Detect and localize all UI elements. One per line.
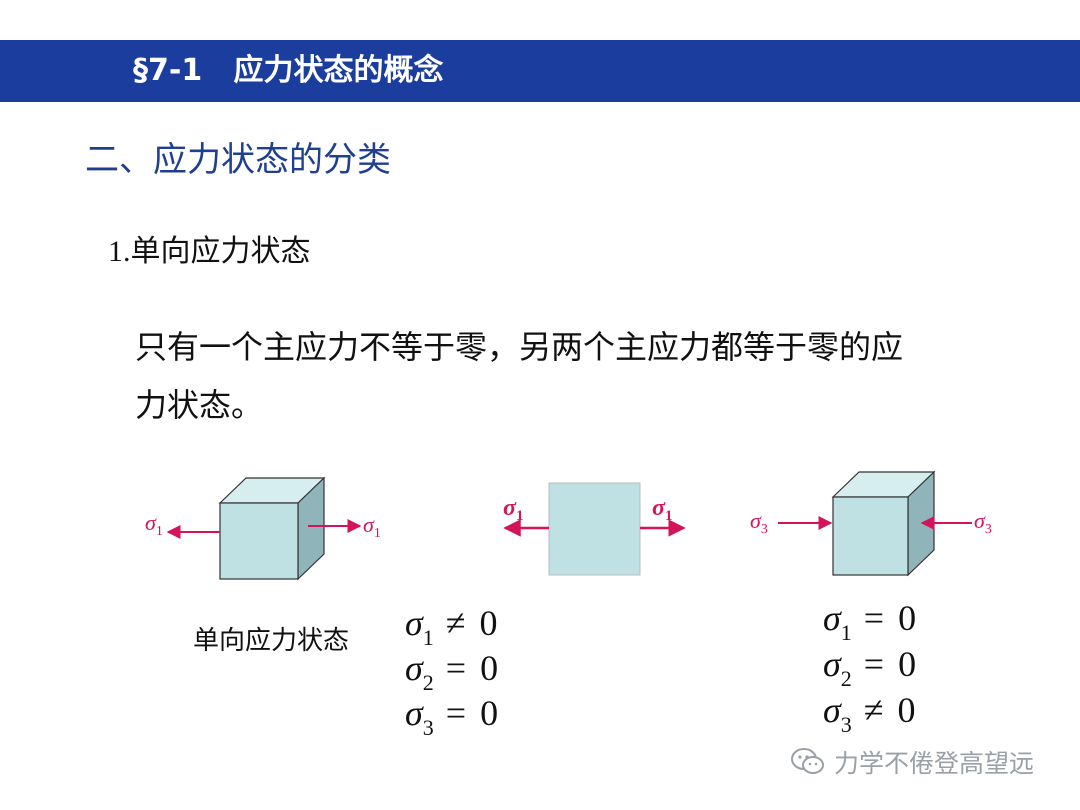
definition-line-2: 力状态。: [135, 386, 264, 424]
svg-text:σ2=0: σ2=0: [823, 644, 916, 691]
square-middle: [548, 482, 641, 576]
svg-text:σ2=0: σ2=0: [405, 648, 498, 695]
item-title: 单向应力状态: [130, 234, 311, 269]
section-title: 应力状态的概念: [233, 53, 444, 88]
watermark-text: 力学不倦登高望远: [834, 749, 1035, 778]
label-sigma1-square-right: σ1: [652, 495, 672, 524]
section-number: §7-1: [133, 53, 203, 88]
svg-text:σ3=0: σ3=0: [405, 693, 498, 740]
wechat-icon: [791, 748, 824, 774]
stress-state-figure: σ1 σ1 σ1 σ1 σ3 σ3 σ1≠0 σ2=0 σ3=0 σ1=0 σ2…: [145, 470, 992, 740]
definition-text: 只有一个主应力不等于零，另两个主应力都等于零的应 力状态。: [135, 318, 995, 434]
definition-line-1: 只有一个主应力不等于零，另两个主应力都等于零的应: [135, 328, 904, 366]
label-sigma1-right: σ1: [363, 512, 381, 541]
cube-right-front: [832, 496, 909, 576]
svg-text:σ3≠0: σ3≠0: [823, 690, 916, 737]
equations-right: σ1=0 σ2=0 σ3≠0: [823, 598, 916, 737]
label-sigma3-right: σ3: [974, 508, 992, 537]
header-bar: §7-1 应力状态的概念: [0, 40, 1080, 102]
cube-right: [831, 470, 936, 577]
figure-caption: 单向应力状态: [193, 626, 350, 656]
equations-left: σ1≠0 σ2=0 σ3=0: [405, 603, 498, 740]
watermark: 力学不倦登高望远: [790, 742, 1034, 782]
svg-text:σ1=0: σ1=0: [823, 598, 916, 645]
item-heading: 1.单向应力状态: [108, 230, 311, 274]
label-sigma3-left: σ3: [750, 508, 768, 537]
svg-text:σ1≠0: σ1≠0: [405, 603, 498, 650]
label-sigma1-left: σ1: [145, 510, 163, 539]
item-number: 1.: [108, 235, 131, 268]
section-heading: 二、应力状态的分类: [85, 140, 391, 180]
cube-left-front: [219, 502, 299, 580]
label-sigma1-square-left: σ1: [503, 495, 523, 524]
page-title: §7-1 应力状态的概念: [133, 40, 444, 102]
cube-left: [218, 476, 326, 581]
